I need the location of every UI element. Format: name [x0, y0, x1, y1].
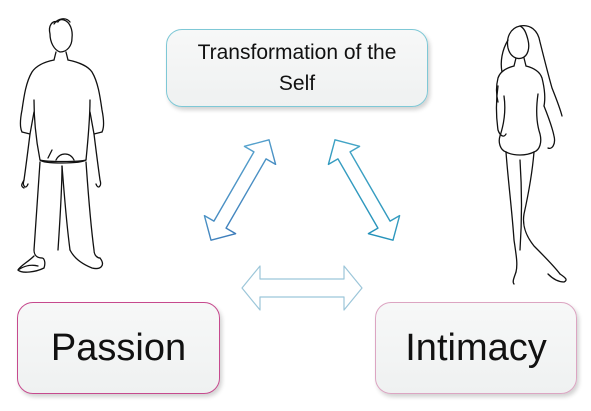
- node-label: Passion: [50, 326, 187, 369]
- node-passion: Passion: [17, 302, 220, 394]
- node-label: Intimacy: [405, 326, 547, 369]
- man-line-drawing: [17, 18, 105, 273]
- woman-line-drawing: [495, 24, 567, 285]
- node-label: Transformation of the Self: [197, 41, 397, 95]
- node-transformation-of-the-self: Transformation of the Self: [166, 29, 428, 107]
- arrow-transformation-intimacy: [327, 139, 401, 241]
- arrow-passion-intimacy: [241, 265, 363, 311]
- node-intimacy: Intimacy: [375, 302, 577, 394]
- arrow-passion-transformation: [203, 139, 277, 241]
